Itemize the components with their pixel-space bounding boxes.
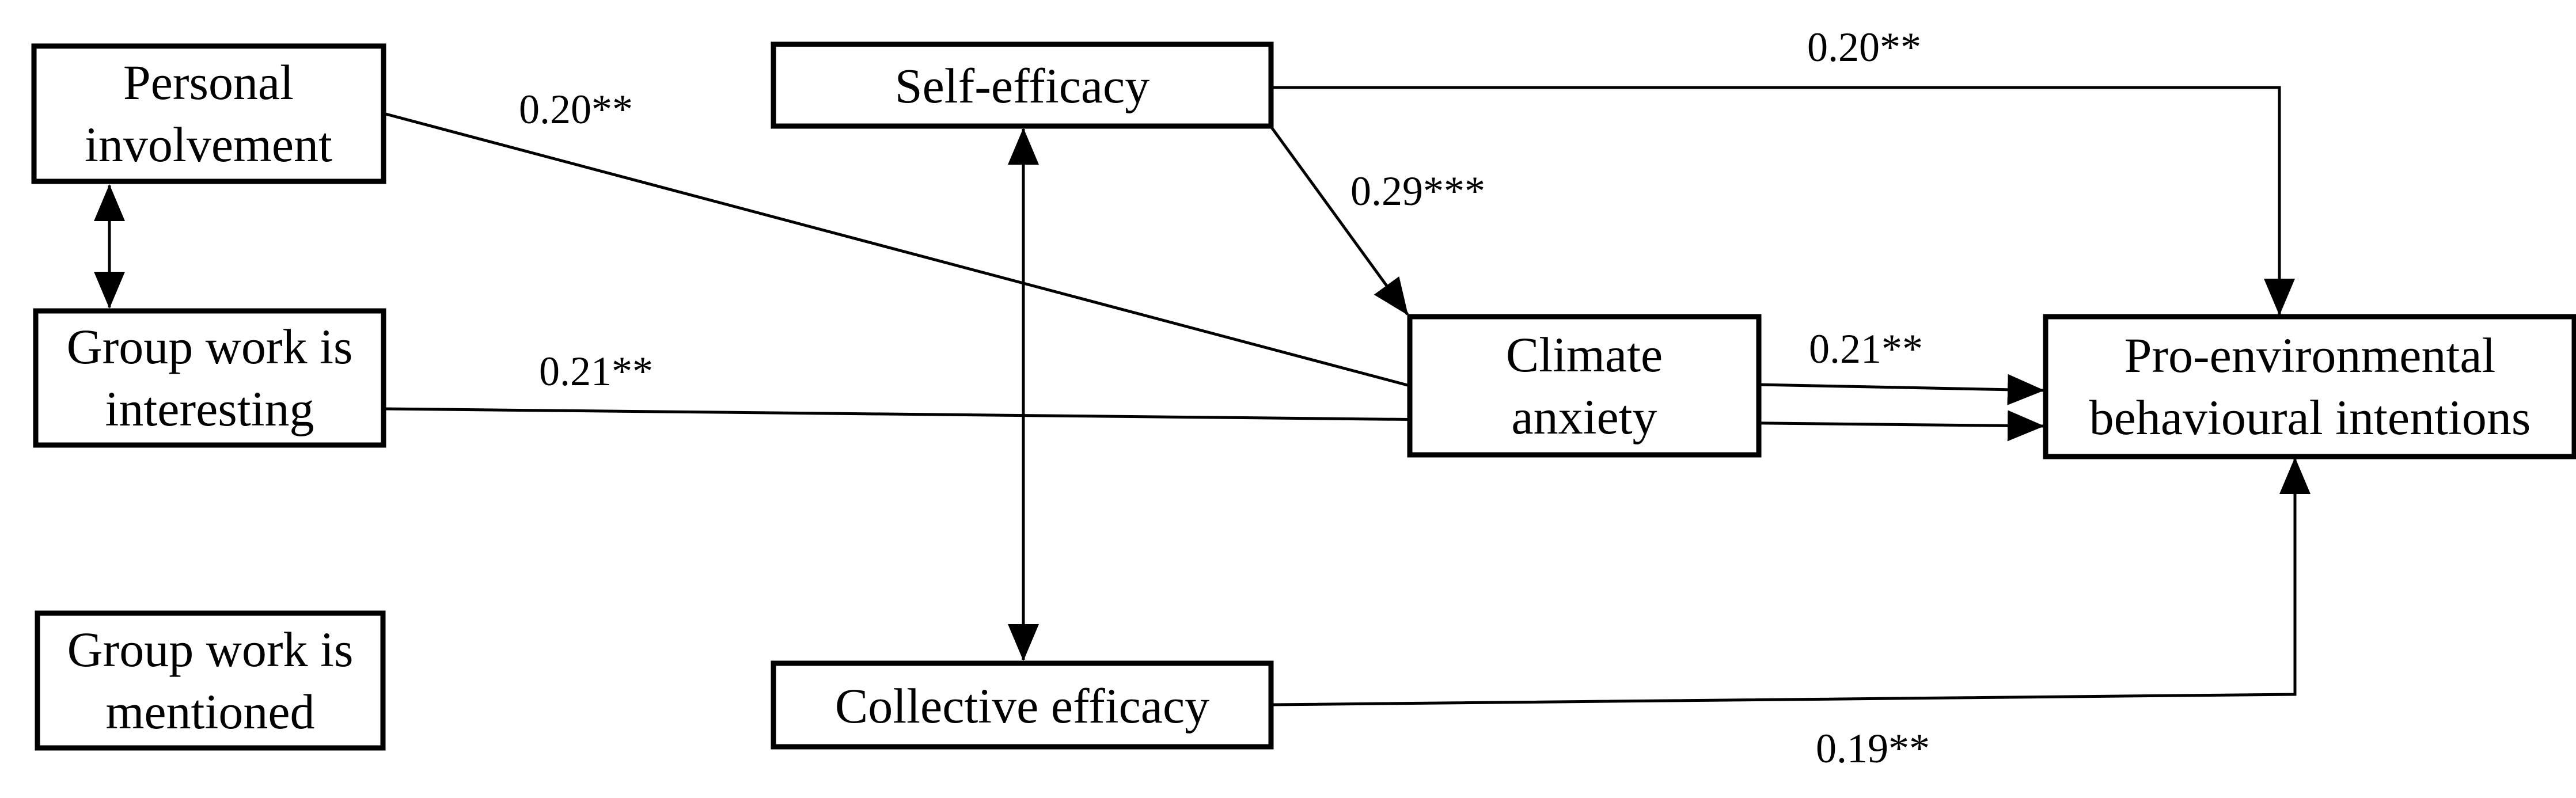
self-efficacy-box: [771, 41, 1274, 129]
coef-self-to-climate: 0.29***: [1350, 168, 1485, 214]
node-pro-environmental-intentions: Pro-environmental behavioural intentions: [2043, 314, 2576, 459]
path-self-to-intentions-line: [1271, 86, 2295, 316]
pro-environmental-label-line2: behavioural intentions: [2089, 390, 2531, 445]
pro-environmental-intentions-box: [2043, 314, 2576, 459]
coef-groupwork-to-intentions: 0.21**: [539, 348, 653, 394]
coef-personal-to-climate: 0.20**: [519, 86, 633, 132]
pro-environmental-label-line1: Pro-environmental: [2124, 328, 2496, 383]
climate-anxiety-label-line2: anxiety: [1511, 389, 1657, 444]
path-personal-to-climate-line: [383, 112, 1410, 387]
group-work-mentioned-label-line1: Group work is: [67, 622, 354, 677]
path-climate-to-intentions-line: [1758, 374, 2044, 405]
path-self-to-climate-line: [1269, 126, 1409, 316]
group-work-mentioned-box: [35, 610, 386, 751]
coef-collective-to-intentions: 0.19**: [1816, 725, 1930, 772]
coef-self-to-intentions: 0.20**: [1807, 24, 1921, 70]
personal-involvement-box: [31, 43, 386, 184]
node-collective-efficacy: Collective efficacy: [771, 660, 1274, 750]
node-climate-anxiety: Climate anxiety: [1407, 314, 1762, 458]
group-work-interesting-label-line1: Group work is: [67, 319, 353, 374]
group-work-interesting-label-line2: interesting: [105, 381, 314, 436]
node-personal-involvement: Personal involvement: [31, 43, 386, 184]
climate-anxiety-box: [1407, 314, 1762, 458]
path-groupwork-to-intentions-line: [383, 407, 2044, 442]
group-work-interesting-box: [33, 308, 386, 448]
node-group-work-mentioned: Group work is mentioned: [35, 610, 386, 751]
node-group-work-interesting: Group work is interesting: [33, 308, 386, 448]
coef-climate-to-intentions: 0.21**: [1809, 326, 1923, 372]
personal-involvement-label-line2: involvement: [85, 117, 332, 172]
path-collective-to-intentions-line: [1270, 457, 2311, 706]
node-self-efficacy: Self-efficacy: [771, 41, 1274, 129]
self-efficacy-label: Self-efficacy: [895, 58, 1149, 113]
group-work-mentioned-label-line2: mentioned: [105, 684, 314, 739]
collective-efficacy-box: [771, 660, 1274, 750]
personal-involvement-label-line1: Personal: [123, 55, 294, 110]
climate-anxiety-label-line1: Climate: [1506, 327, 1663, 382]
collective-efficacy-label: Collective efficacy: [835, 678, 1209, 734]
